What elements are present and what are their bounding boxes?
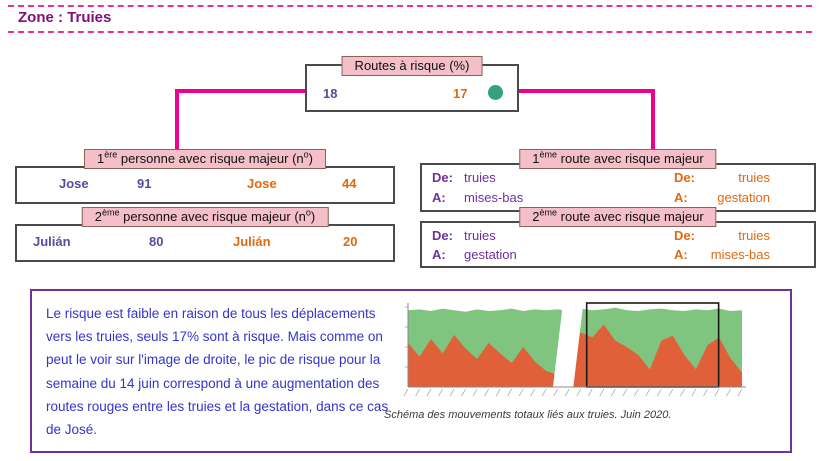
route1-box: 1ème route avec risque majeur De: truies… [420, 149, 816, 212]
route1-header-mid: route avec risque majeur [557, 151, 704, 166]
route1-right-de-label: De: [674, 170, 695, 185]
person1-name-right: Jose [247, 176, 277, 191]
route1-right-de-value: truies [738, 170, 770, 185]
risk-value-right: 17 [453, 86, 468, 101]
person1-header-sup: o [303, 149, 309, 160]
route1-left-a-value: mises-bas [464, 190, 524, 205]
connector-left-horizontal [175, 89, 307, 93]
person1-header-end: ) [308, 151, 314, 166]
person2-header: 2ème personne avec risque majeur (no) [81, 207, 329, 227]
person1-value-right: 44 [342, 176, 357, 191]
status-dot-icon [488, 85, 503, 100]
person1-header-mid: personne avec risque majeur (n [117, 151, 304, 166]
route2-right-de-value: truies [738, 228, 770, 243]
connector-left-vertical [175, 89, 179, 149]
route2-right-a-value: mises-bas [710, 247, 770, 262]
person2-box: 2ème personne avec risque majeur (no) Ju… [15, 207, 395, 262]
route2-right-a-label: A: [674, 247, 688, 262]
route2-right-de-label: De: [674, 228, 695, 243]
person1-name-left: Jose [59, 176, 89, 191]
route1-right-a-label: A: [674, 190, 688, 205]
person2-rank-sup: ème [101, 207, 120, 218]
chart-caption: Schéma des mouvements totaux liés aux tr… [384, 409, 672, 421]
route2-box: 2ème route avec risque majeur De: truies… [420, 207, 816, 268]
person2-header-end: ) [310, 209, 316, 224]
route2-rank: 2 [532, 209, 540, 224]
person2-header-mid: personne avec risque majeur (n [119, 209, 306, 224]
title-dashed-divider [8, 31, 812, 33]
person2-name-left: Julián [33, 234, 71, 249]
risk-value-left: 18 [323, 86, 338, 101]
route2-left-de-label: De: [432, 228, 453, 243]
person2-value-left: 80 [149, 234, 164, 249]
route1-rank: 1 [532, 151, 540, 166]
route1-left-de-value: truies [464, 170, 496, 185]
route2-left-de-value: truies [464, 228, 496, 243]
summary-panel: Le risque est faible en raison de tous l… [30, 289, 792, 453]
person1-box: 1ère personne avec risque majeur (no) Jo… [15, 149, 395, 204]
person1-rank: 1 [96, 151, 105, 166]
route2-header: 2ème route avec risque majeur [519, 207, 717, 227]
risk-routes-header: Routes à risque (%) [341, 56, 483, 76]
person1-header: 1ère personne avec risque majeur (no) [83, 149, 327, 169]
route1-left-de-label: De: [432, 170, 453, 185]
connector-right-vertical [651, 89, 655, 149]
connector-right-horizontal [515, 89, 655, 93]
route2-rank-sup: ème [539, 207, 558, 218]
risk-routes-header-label: Routes à risque (%) [354, 58, 470, 73]
movements-chart [403, 302, 746, 397]
route1-rank-sup: ème [539, 149, 558, 160]
person2-name-right: Julián [233, 234, 271, 249]
route1-right-a-value: gestation [717, 190, 770, 205]
summary-note-text: Le risque est faible en raison de tous l… [46, 306, 389, 438]
person2-header-sup: o [305, 207, 311, 218]
page-title: Zone : Truies [18, 9, 112, 26]
person1-rank-sup: ère [104, 149, 118, 160]
person2-rank: 2 [94, 209, 102, 224]
person2-value-right: 20 [343, 234, 358, 249]
route2-left-a-value: gestation [464, 247, 517, 262]
movements-figure [390, 301, 750, 410]
route2-header-mid: route avec risque majeur [557, 209, 704, 224]
person1-value-left: 91 [137, 176, 152, 191]
risk-routes-box: Routes à risque (%) 18 17 [305, 56, 519, 112]
route2-left-a-label: A: [432, 247, 446, 262]
route1-left-a-label: A: [432, 190, 446, 205]
route1-header: 1ème route avec risque majeur [519, 149, 717, 169]
top-dashed-divider [8, 5, 812, 7]
